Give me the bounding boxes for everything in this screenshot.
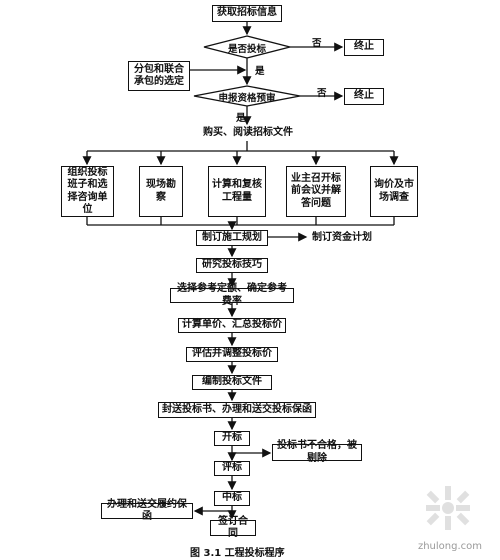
task-quantities: 计算和复核工程量 [208,166,266,217]
start-box: 获取招标信息 [212,5,282,22]
adjust-price-box: 评估并调整投标价 [186,347,278,362]
decision-prequal-label: 申报资格预审 [218,93,276,104]
construction-plan-box: 制订施工规划 [196,230,268,246]
calc-price-box: 计算单价、汇总投标价 [178,318,286,333]
figure-caption: 图 3.1 工程投标程序 [190,548,285,559]
no-label-2: 否 [317,88,327,99]
funds-plan-box: 制订资金计划 [308,230,376,246]
submit-box: 封送投标书、办理和送交投标保函 [158,402,316,418]
performance-bond-box: 办理和送交履约保函 [101,499,193,522]
subcontract-box: 分包和联合承包的选定 [128,61,190,91]
stop-box-1: 终止 [344,39,384,56]
no-label-1: 否 [312,38,322,49]
stop-box-2: 终止 [344,88,384,105]
watermark-logo-icon [426,486,470,530]
decision-bid-label: 是否投标 [227,44,266,55]
buy-docs-box: 购买、阅读招标文件 [198,126,298,141]
task-site-survey: 现场勘察 [139,166,183,217]
task-prebid-meeting: 业主召开标前会议并解答问题 [286,166,346,217]
prepare-docs-box: 编制投标文件 [192,375,272,390]
study-skills-box: 研究投标技巧 [196,258,268,273]
task-market-survey: 询价及市场调查 [370,166,418,217]
watermark-text: zhulong.com [417,541,482,552]
award-box: 中标 [214,491,250,506]
yes-label-2: 是 [236,113,246,124]
select-quota-box: 选择参考定额、确定参考费率 [170,283,294,307]
evaluate-box: 评标 [214,461,250,476]
task-organize-team: 组织投标班子和选择咨询单位 [61,166,114,217]
open-bid-box: 开标 [214,431,250,446]
invalid-bid-box: 投标书不合格，被剔除 [272,440,362,464]
yes-label-1: 是 [255,66,265,77]
sign-contract-box: 签订合同 [210,516,256,539]
